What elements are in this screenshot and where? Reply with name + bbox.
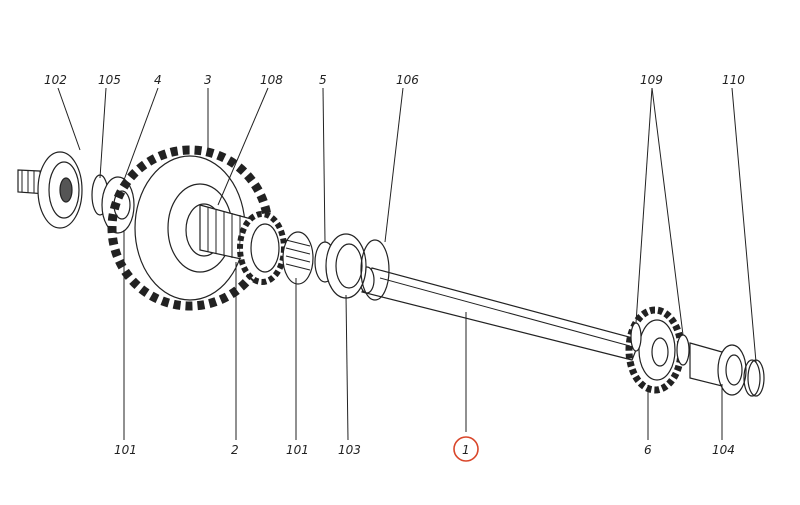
needle-bearing-101	[282, 231, 314, 285]
main-shaft	[359, 266, 641, 361]
callout-6: 6	[644, 443, 652, 457]
callout-102: 102	[44, 73, 67, 87]
bearing-103	[325, 233, 367, 299]
callout-110: 110	[722, 73, 745, 87]
callout-106: 106	[396, 73, 419, 87]
callout-4: 4	[154, 73, 162, 87]
highlight-circle	[453, 436, 479, 462]
small-gear-2	[237, 211, 287, 285]
callout-108: 108	[260, 73, 283, 87]
callout-109: 109	[640, 73, 663, 87]
leader-lines	[57, 87, 757, 441]
callout-101-left: 101	[114, 443, 137, 457]
callout-105: 105	[98, 73, 121, 87]
callout-104: 104	[712, 443, 735, 457]
snap-ring-106	[360, 239, 390, 301]
callout-101-middle: 101	[286, 443, 309, 457]
callout-2: 2	[231, 443, 239, 457]
callout-3: 3	[204, 73, 212, 87]
bearing-104	[689, 342, 747, 396]
callout-1: 1	[462, 443, 470, 457]
callout-labels: 102 105 4 3 108 5 106 109 110 101 2 101 …	[44, 73, 745, 462]
callout-5: 5	[319, 73, 327, 87]
snap-ring-110	[743, 359, 765, 397]
bearing-102	[37, 151, 83, 229]
callout-103: 103	[338, 443, 361, 457]
